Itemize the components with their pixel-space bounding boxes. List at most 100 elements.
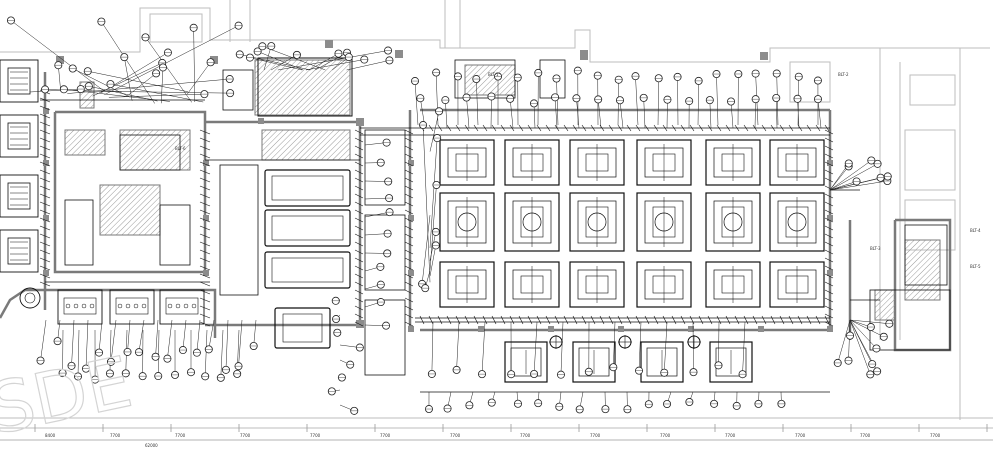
wire-tick xyxy=(39,129,51,135)
leader-line xyxy=(509,98,514,129)
room-block xyxy=(222,69,254,111)
leader-line xyxy=(556,78,559,126)
wire-tick xyxy=(354,281,364,287)
unit-dot xyxy=(65,303,71,309)
wire-tick xyxy=(354,321,364,327)
leader-line xyxy=(643,97,646,129)
wire-tick xyxy=(404,297,414,303)
leader-line xyxy=(445,100,448,129)
leader-line xyxy=(635,76,639,126)
wire-tick xyxy=(770,124,776,132)
leader-line xyxy=(110,319,117,362)
wire-tick xyxy=(644,315,650,325)
leader-line xyxy=(127,319,131,352)
room-tag: BLT-2 xyxy=(838,72,849,77)
leader-line xyxy=(829,163,878,191)
wire-tick xyxy=(617,315,623,325)
unit-dot xyxy=(81,303,87,309)
columns xyxy=(43,40,833,332)
wire-tick xyxy=(39,113,51,119)
wire-tick xyxy=(725,315,731,325)
wire-tick xyxy=(354,289,364,295)
leader-line xyxy=(829,180,888,191)
wire-tick xyxy=(404,129,414,135)
leader-line xyxy=(204,329,208,377)
leader-line xyxy=(160,67,164,104)
unit-inner xyxy=(115,297,149,315)
leader-line xyxy=(155,319,159,357)
fixture-block xyxy=(636,192,692,252)
wire-tick xyxy=(39,273,51,279)
wire-tick xyxy=(689,124,695,132)
leader-line xyxy=(718,321,720,366)
wire-tick xyxy=(482,124,488,132)
dimension-label: 7700 xyxy=(110,433,121,438)
wire-tick xyxy=(354,153,364,159)
wire-tick xyxy=(404,169,414,175)
wire-tick xyxy=(354,193,364,199)
leader-line xyxy=(30,88,81,93)
fixture-block xyxy=(439,139,495,186)
room-block xyxy=(869,289,951,351)
dimension-label: 7700 xyxy=(175,433,186,438)
wire-tick xyxy=(39,217,51,223)
leader-line xyxy=(364,211,390,218)
leader-line xyxy=(249,57,303,71)
panel-inner xyxy=(282,313,323,343)
wire-tick xyxy=(824,257,834,263)
panel-inner xyxy=(271,215,344,241)
dimension-strip: 8400 7700 7700 7700 7700 7700 7700 7700 … xyxy=(0,424,993,448)
wire-tick xyxy=(626,124,632,132)
wire-tick xyxy=(725,124,731,132)
unit-block xyxy=(159,289,205,325)
wire-tick xyxy=(404,161,414,167)
wire-tick xyxy=(39,201,51,207)
fixture-block xyxy=(709,341,753,383)
wire-tick xyxy=(354,233,364,239)
leader-line xyxy=(849,319,884,337)
wire-tick xyxy=(39,137,51,143)
fixture-inner xyxy=(646,347,678,377)
leader-line xyxy=(220,329,224,378)
wire-tick xyxy=(428,124,434,132)
leader-line xyxy=(196,319,201,353)
leader-line xyxy=(187,62,211,95)
room-tags: BLT-1 BLT-2 BLT-3 BLT-4 BLT-5 BLT-6 xyxy=(175,72,981,269)
wire-tick xyxy=(824,241,834,247)
room-tag: BLT-6 xyxy=(175,146,186,151)
strip-block xyxy=(219,164,259,296)
dimension-label: 7700 xyxy=(660,433,671,438)
wire-tick xyxy=(354,201,364,207)
wire-tick xyxy=(199,321,211,327)
leader-line xyxy=(435,72,439,126)
leader-line xyxy=(308,53,339,71)
unit-block xyxy=(57,289,103,325)
room-tag: BLT-3 xyxy=(870,246,881,251)
wire-tick xyxy=(199,233,211,239)
building-outline xyxy=(0,0,993,429)
panel-inner xyxy=(271,257,344,283)
wire-tick xyxy=(404,241,414,247)
leader-line xyxy=(305,59,365,71)
wire-tick xyxy=(199,209,211,215)
wire-tick xyxy=(354,129,364,135)
wire-tick xyxy=(354,209,364,215)
wire-tick xyxy=(680,315,686,325)
wire-tick xyxy=(199,305,211,311)
leader-line xyxy=(364,197,390,200)
leader-line xyxy=(72,68,131,98)
wire-tick xyxy=(404,281,414,287)
dimension-label: 7700 xyxy=(520,433,531,438)
wire-tick xyxy=(770,315,776,325)
wire-tick xyxy=(824,225,834,231)
room-block xyxy=(904,224,948,286)
room-block xyxy=(159,204,191,266)
wire-tick xyxy=(404,137,414,143)
leader-line xyxy=(101,21,155,104)
leader-line xyxy=(797,98,800,129)
wire-tick xyxy=(545,315,551,325)
wire-tick xyxy=(437,124,443,132)
leader-line xyxy=(730,101,734,129)
wire-tick xyxy=(404,193,414,199)
wire-tick xyxy=(39,265,51,271)
